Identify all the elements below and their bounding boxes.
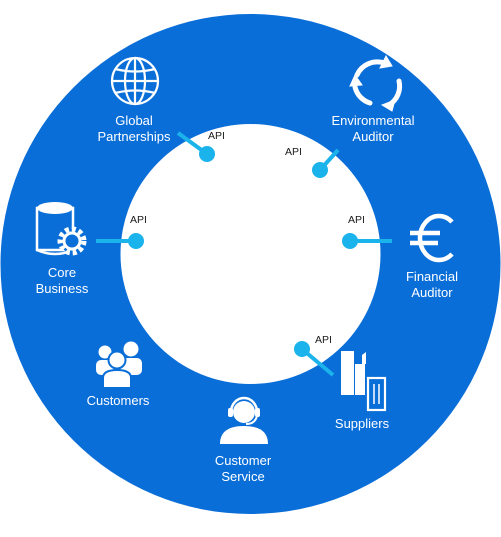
- global-partnerships-label-line2: Partnerships: [97, 129, 171, 144]
- connector-environmental-auditor: [312, 148, 340, 178]
- inner-circle: [120, 124, 381, 384]
- database-gear-icon: [35, 202, 87, 256]
- global-partnerships-label: Global Partnerships: [98, 113, 171, 145]
- api-label-environmental-auditor: API: [285, 146, 302, 158]
- customers-label-line1: Customers: [86, 393, 150, 408]
- api-label-core-business: API: [130, 214, 147, 226]
- global-partnerships-label-line1: Global: [115, 113, 153, 128]
- environmental-auditor-label: Environmental Auditor: [331, 113, 414, 145]
- customers-label: Customers: [87, 393, 150, 409]
- core-business-label-line1: Core: [47, 265, 77, 280]
- customer-service-label-line2: Service: [221, 469, 265, 484]
- recycle-icon: [349, 54, 403, 112]
- connector-core-business: [96, 233, 144, 249]
- suppliers-label-line1: Suppliers: [334, 416, 390, 431]
- core-business-label: Core Business: [36, 265, 89, 297]
- customer-service-label-line1: Customer: [214, 453, 272, 468]
- financial-auditor-label-line2: Auditor: [411, 285, 453, 300]
- headset-agent-icon: [220, 396, 268, 444]
- people-icon: [96, 341, 142, 389]
- connector-global-partnerships: [176, 131, 215, 162]
- financial-auditor-label-line1: Financial: [405, 269, 459, 284]
- buildings-icon: [341, 351, 387, 412]
- connector-suppliers: [294, 341, 335, 377]
- api-label-global-partnerships: API: [208, 130, 225, 142]
- globe-icon: [110, 56, 160, 106]
- suppliers-label: Suppliers: [335, 416, 389, 432]
- core-business-label-line2: Business: [35, 281, 89, 296]
- api-label-financial-auditor: API: [348, 214, 365, 226]
- euro-icon: [410, 213, 454, 263]
- environmental-auditor-label-line2: Auditor: [352, 129, 394, 144]
- api-label-suppliers: API: [315, 334, 332, 346]
- financial-auditor-label: Financial Auditor: [406, 269, 458, 301]
- connector-financial-auditor: [342, 233, 392, 249]
- customer-service-label: Customer Service: [215, 453, 271, 485]
- environmental-auditor-label-line1: Environmental: [331, 113, 415, 128]
